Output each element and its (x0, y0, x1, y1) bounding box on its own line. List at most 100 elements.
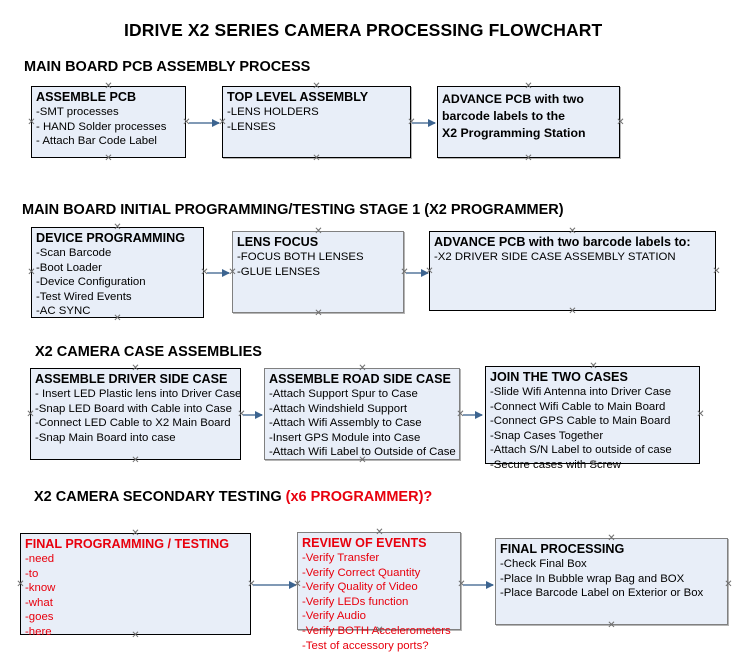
box-line: -to (25, 567, 39, 580)
box-line: - Attach Bar Code Label (36, 135, 157, 148)
flow-box-advance-pcb-to-programming-station[interactable]: ADVANCE PCB with two barcode labels to t… (437, 86, 620, 158)
resize-handle-left[interactable] (425, 267, 434, 276)
section-heading-text: X2 CAMERA SECONDARY TESTING (34, 489, 286, 505)
resize-handle-right[interactable] (616, 118, 625, 127)
resize-handle-right[interactable] (696, 410, 705, 419)
resize-handle-top[interactable] (607, 534, 616, 543)
box-line: -Insert GPS Module into Case (269, 431, 421, 444)
resize-handle-left[interactable] (27, 268, 36, 277)
section-heading-x2-camera-secondary-testing: X2 CAMERA SECONDARY TESTING (x6 PROGRAMM… (34, 489, 432, 505)
box-line: -LENS HOLDERS (227, 106, 319, 118)
resize-handle-bottom[interactable] (113, 314, 122, 323)
box-line: barcode labels to the (442, 109, 565, 123)
box-line: -Check Final Box (500, 558, 587, 570)
box-line: -Verify Audio (302, 610, 366, 623)
box-line: -SMT processes (36, 106, 119, 118)
resize-handle-bottom[interactable] (568, 307, 577, 316)
resize-handle-bottom[interactable] (131, 631, 140, 640)
box-line: -know (25, 582, 56, 595)
resize-handle-top[interactable] (131, 529, 140, 538)
box-line: -Test Wired Events (36, 290, 132, 303)
resize-handle-bottom[interactable] (104, 154, 113, 163)
box-line: -Connect Wifi Cable to Main Board (490, 400, 666, 413)
box-line: - HAND Solder processes (36, 120, 167, 133)
box-line: -Snap Main Board into case (35, 431, 176, 444)
box-line: X2 Programming Station (442, 126, 586, 140)
resize-handle-left[interactable] (218, 118, 227, 127)
box-line: -here (25, 625, 52, 638)
resize-handle-top[interactable] (589, 362, 598, 371)
resize-handle-top[interactable] (314, 227, 323, 236)
resize-handle-bottom[interactable] (607, 621, 616, 630)
section-heading-accent: (x6 PROGRAMMER)? (285, 489, 433, 505)
resize-handle-top[interactable] (312, 82, 321, 91)
resize-handle-bottom[interactable] (375, 626, 384, 635)
box-header: DEVICE PROGRAMMING (36, 231, 186, 245)
resize-handle-top[interactable] (104, 82, 113, 91)
resize-handle-bottom[interactable] (314, 309, 323, 318)
box-header: LENS FOCUS (237, 235, 319, 249)
flow-box-review-of-events[interactable]: REVIEW OF EVENTS -Verify Transfer -Verif… (297, 532, 461, 652)
resize-handle-left[interactable] (26, 410, 35, 419)
box-line: -Slide Wifi Antenna into Driver Case (490, 386, 672, 398)
box-line: - Insert LED Plastic lens into Driver Ca… (35, 388, 242, 400)
box-line: -Snap Cases Together (490, 429, 604, 442)
connector-road-side-to-join-cases (463, 410, 483, 419)
box-line: -AC SYNC (36, 305, 91, 318)
box-line: -Attach Windshield Support (269, 402, 408, 415)
box-header: JOIN THE TWO CASES (490, 370, 628, 384)
connector-device-programming-to-lens-focus (207, 268, 230, 277)
box-line: -Verify Correct Quantity (302, 566, 421, 579)
box-line: -X2 DRIVER SIDE CASE ASSEMBLY STATION (434, 251, 676, 263)
box-line: -goes (25, 611, 54, 624)
resize-handle-left[interactable] (16, 580, 25, 589)
resize-handle-right[interactable] (712, 267, 721, 276)
box-line: -Place Barcode Label on Exterior or Box (500, 587, 704, 600)
box-header: REVIEW OF EVENTS (302, 536, 427, 550)
flow-box-join-the-two-cases[interactable]: JOIN THE TWO CASES -Slide Wifi Antenna i… (485, 366, 700, 471)
flow-box-lens-focus[interactable]: LENS FOCUS -FOCUS BOTH LENSES -GLUE LENS… (232, 231, 404, 313)
resize-handle-top[interactable] (358, 364, 367, 373)
flow-box-advance-pcb-to-driver-side-case[interactable]: ADVANCE PCB with two barcode labels to: … (429, 231, 716, 311)
flow-box-assemble-road-side-case[interactable]: ASSEMBLE ROAD SIDE CASE -Attach Support … (264, 368, 460, 460)
box-line: -Snap LED Board with Cable into Case (35, 402, 232, 415)
resize-handle-top[interactable] (131, 364, 140, 373)
resize-handle-left[interactable] (228, 268, 237, 277)
box-header: ADVANCE PCB with two (442, 92, 584, 106)
resize-handle-bottom[interactable] (131, 456, 140, 465)
resize-handle-bottom[interactable] (312, 154, 321, 163)
box-line: -LENSES (227, 120, 276, 133)
box-header: FINAL PROCESSING (500, 542, 625, 556)
box-header: ASSEMBLE PCB (36, 90, 137, 104)
resize-handle-top[interactable] (524, 82, 533, 91)
resize-handle-left[interactable] (27, 118, 36, 127)
box-line: -Boot Loader (36, 261, 102, 274)
resize-handle-top[interactable] (113, 223, 122, 232)
box-header: FINAL PROGRAMMING / TESTING (25, 537, 230, 551)
flow-box-device-programming[interactable]: DEVICE PROGRAMMING -Scan Barcode -Boot L… (31, 227, 204, 318)
flow-box-top-level-assembly[interactable]: TOP LEVEL ASSEMBLY -LENS HOLDERS -LENSES (222, 86, 411, 158)
resize-handle-right[interactable] (724, 580, 733, 589)
box-line: -Connect LED Cable to X2 Main Board (35, 417, 231, 430)
section-heading-x2-camera-case-assemblies: X2 CAMERA CASE ASSEMBLIES (35, 344, 262, 360)
box-line: -Device Configuration (36, 276, 146, 289)
connector-assemble-pcb-to-top-level-assembly (189, 118, 220, 127)
box-line: -Attach Wifi Assembly to Case (269, 417, 422, 430)
connector-final-programming-to-review-of-events (253, 580, 297, 589)
resize-handle-bottom[interactable] (358, 456, 367, 465)
resize-handle-left[interactable] (293, 580, 302, 589)
box-line: -FOCUS BOTH LENSES (237, 251, 364, 263)
flow-box-assemble-driver-side-case[interactable]: ASSEMBLE DRIVER SIDE CASE - Insert LED P… (30, 368, 241, 460)
box-line: -Attach Support Spur to Case (269, 388, 418, 400)
box-line: -Verify LEDs function (302, 595, 409, 608)
flow-box-final-processing[interactable]: FINAL PROCESSING -Check Final Box -Place… (495, 538, 728, 625)
resize-handle-top[interactable] (375, 528, 384, 537)
connector-top-level-assembly-to-advance-pcb (412, 118, 436, 127)
resize-handle-top[interactable] (568, 227, 577, 236)
flow-box-assemble-pcb[interactable]: ASSEMBLE PCB -SMT processes - HAND Solde… (31, 86, 186, 158)
box-header: ADVANCE PCB with two barcode labels to: (434, 235, 691, 249)
flow-box-final-programming-testing[interactable]: FINAL PROGRAMMING / TESTING -need -to -k… (20, 533, 251, 638)
resize-handle-bottom[interactable] (524, 154, 533, 163)
resize-handle-bottom[interactable] (589, 460, 598, 469)
